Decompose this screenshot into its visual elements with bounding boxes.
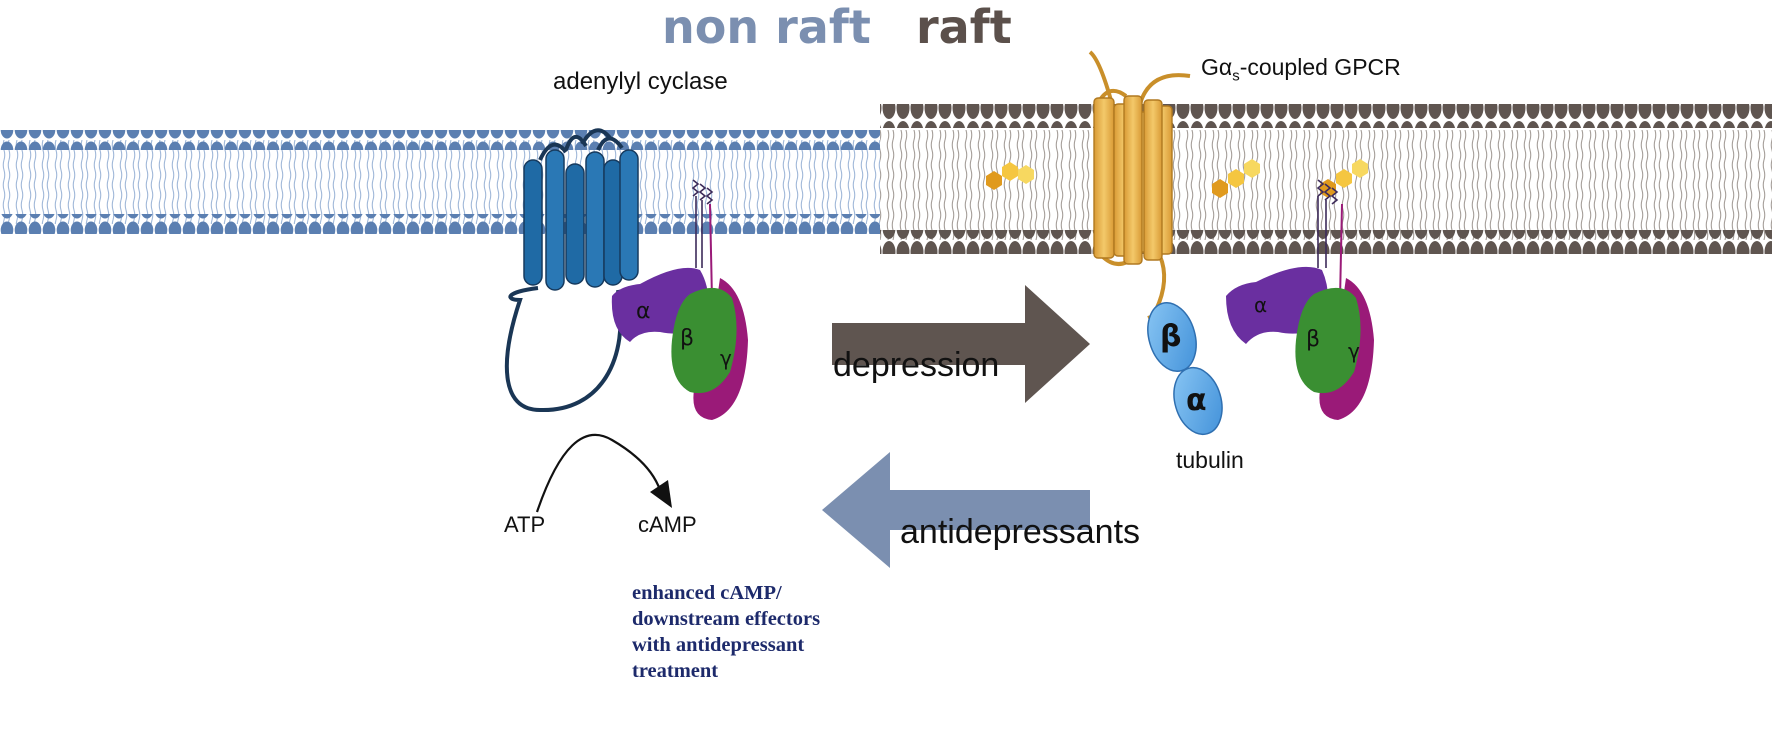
tubulin-icon — [1147, 302, 1223, 436]
g-protein-raft — [1147, 179, 1374, 420]
cholesterol-icon — [1320, 159, 1368, 198]
camp-label: cAMP — [638, 512, 697, 537]
gpcr-label-prefix: Gα — [1201, 54, 1233, 80]
non-raft-membrane — [0, 130, 880, 234]
gpcr-label: Gαs-coupled GPCR — [1201, 54, 1401, 85]
tubulin-label: tubulin — [1176, 447, 1244, 473]
cholesterol-icon — [1212, 159, 1260, 198]
outcome-note: enhanced cAMP/ downstream effectors with… — [632, 582, 821, 682]
g-alpha-label: α — [636, 299, 651, 324]
g-protein-nonraft — [611, 179, 748, 420]
non-raft-title: non raft — [662, 0, 871, 54]
antidepressants-arrow — [822, 452, 1090, 568]
depression-arrow — [832, 285, 1090, 403]
g-alpha-raft-label: α — [1254, 293, 1267, 317]
tubulin-alpha-label: α — [1186, 383, 1207, 418]
g-beta-raft-label: β — [1306, 327, 1320, 352]
raft-title: raft — [916, 0, 1012, 54]
gpcr-label-suffix: -coupled GPCR — [1239, 54, 1401, 80]
depression-label: depression — [833, 346, 1000, 384]
atp-camp-reaction-arrow — [535, 433, 662, 513]
antidepressants-label: antidepressants — [900, 513, 1141, 551]
gpcr-icon — [1088, 50, 1191, 311]
adenylyl-cyclase-label: adenylyl cyclase — [553, 68, 728, 95]
g-gamma-label: γ — [720, 346, 732, 370]
adenylyl-cyclase-icon — [504, 128, 639, 413]
cholesterol-icon — [986, 162, 1034, 190]
atp-label: ATP — [504, 512, 546, 537]
gpcr-label-subscript: s — [1232, 67, 1240, 85]
tubulin-beta-label: β — [1160, 319, 1181, 354]
g-gamma-raft-label: γ — [1348, 339, 1360, 363]
g-beta-label: β — [680, 326, 694, 351]
reaction-arrowhead-icon — [650, 480, 672, 508]
